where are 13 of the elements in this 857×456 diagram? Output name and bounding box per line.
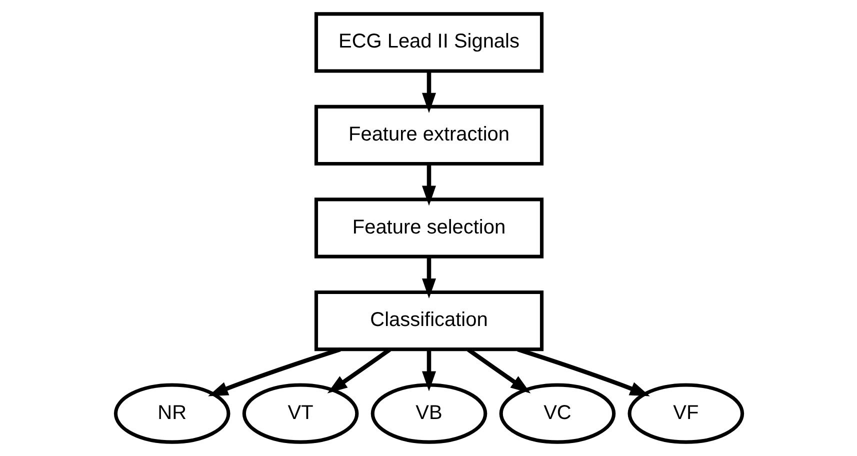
node-ellipse: VT [242,383,358,444]
arrow [421,71,436,113]
node-box: ECG Lead II Signals [314,12,544,73]
node-ellipse: VB [370,383,487,444]
node-box: Classification [314,290,544,352]
node-box: Feature extraction [314,104,544,166]
node-box: Feature selection [314,198,544,258]
arrow [421,350,436,392]
arrow [421,256,436,299]
arrow [516,347,650,396]
arrow [421,164,436,206]
arrow [208,347,340,396]
node-ellipse: VC [498,383,616,444]
